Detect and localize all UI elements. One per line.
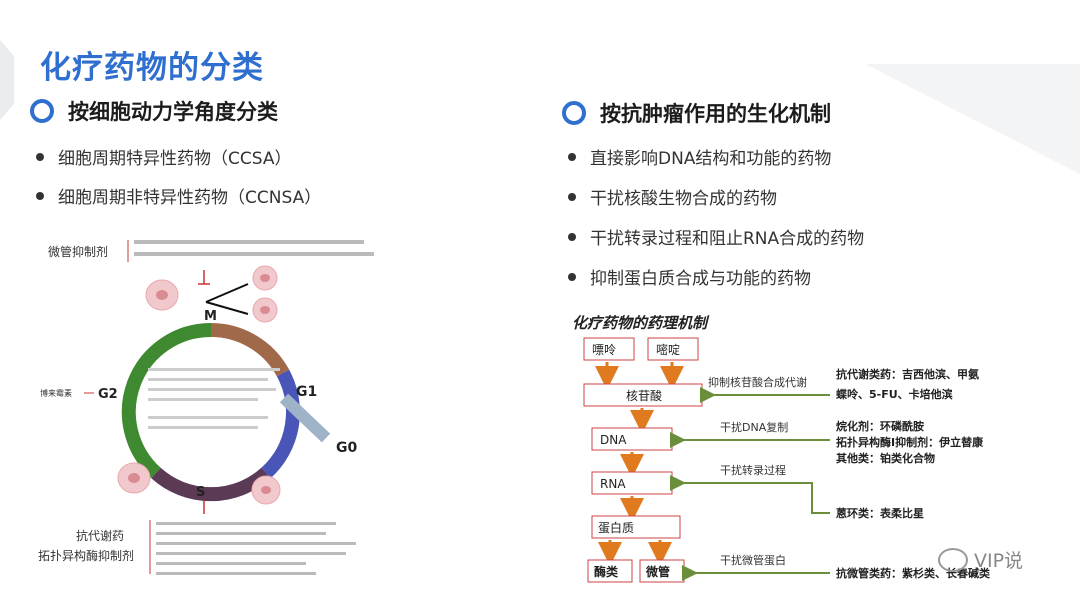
box-protein (591, 515, 681, 539)
page-title: 化疗药物的分类 (40, 50, 264, 86)
note-2b: 拓扑异构酶Ⅰ抑制剂：伊立替康 (836, 435, 984, 449)
bullet-icon (36, 191, 44, 200)
bullet-icon (568, 272, 576, 281)
mechanism-figure: 化疗药物的药理机制 嘌呤 嘧啶 核苷酸 DNA RNA 蛋白质 酶类 微管 抑制… (562, 300, 1020, 590)
label-topo-inhibitor: 拓扑异构酶抑制剂 (38, 548, 134, 563)
phase-g1-label: G1 (296, 384, 317, 400)
bullet-icon (36, 152, 44, 161)
cell-icon (252, 265, 278, 291)
cell-icon (145, 279, 179, 311)
mechanism-diagram: 化疗药物的药理机制 嘌呤 嘧啶 核苷酸 DNA RNA 蛋白质 酶类 微管 抑制… (572, 314, 991, 583)
cell-icon (117, 462, 151, 494)
phase-g0-label: G0 (336, 440, 357, 456)
list-item-label: 直接影响DNA结构和功能的药物 (590, 149, 832, 169)
list-item: 细胞周期特异性药物（CCSA） (36, 144, 291, 169)
section-heading-label: 按抗肿瘤作用的生化机制 (600, 102, 831, 126)
watermark: VIP说 (938, 546, 1023, 573)
left-decoration (0, 40, 14, 120)
note-2c: 其他类：铂类化合物 (836, 451, 935, 465)
list-item: 干扰转录过程和阻止RNA合成的药物 (568, 224, 864, 249)
watermark-label: VIP说 (974, 550, 1024, 572)
list-item: 抑制蛋白质合成与功能的药物 (568, 264, 811, 289)
cell-cycle-diagram: 微管抑制剂 M G1 G0 S G2 博来霉素 (38, 240, 374, 575)
box-rna-label: RNA (600, 477, 626, 491)
list-item: 细胞周期非特异性药物（CCNSA） (36, 183, 321, 208)
phase-g2-label: G2 (98, 387, 118, 402)
note-2a: 烷化剂：环磷酰胺 (836, 419, 924, 433)
box-pyrimidine-label: 嘧啶 (656, 343, 680, 357)
list-item-label: 细胞周期非特异性药物（CCNSA） (58, 188, 322, 208)
cell-icon (252, 297, 278, 323)
box-enzyme-label: 酶类 (594, 564, 619, 579)
section-heading-biochemical: 按抗肿瘤作用的生化机制 (562, 98, 831, 128)
arrow-label-4: 干扰微管蛋白 (720, 553, 786, 567)
ring-icon (562, 101, 586, 125)
phase-m-label: M (204, 309, 217, 324)
arrow-label-1: 抑制核苷酸合成代谢 (708, 375, 807, 389)
mechanism-title: 化疗药物的药理机制 (572, 314, 710, 332)
arrow-label-3: 干扰转录过程 (720, 463, 786, 477)
note-1b: 蝶呤、5-FU、卡培他滨 (836, 387, 953, 401)
arrow-label-2: 干扰DNA复制 (720, 420, 788, 434)
box-purine (583, 337, 635, 361)
section-heading-label: 按细胞动力学角度分类 (68, 100, 278, 124)
label-bleomycin: 博来霉素 (40, 388, 72, 398)
list-item-label: 干扰转录过程和阻止RNA合成的药物 (590, 229, 865, 249)
note-3: 蒽环类：表柔比星 (836, 506, 924, 520)
list-item: 干扰核酸生物合成的药物 (568, 184, 777, 209)
label-antimetabolite: 抗代谢药 (76, 528, 124, 543)
cell-icon (251, 475, 281, 505)
section-heading-kinetics: 按细胞动力学角度分类 (30, 96, 278, 126)
bullet-icon (568, 192, 576, 201)
list-item-label: 干扰核酸生物合成的药物 (590, 189, 777, 209)
note-1a: 抗代谢类药：吉西他滨、甲氨 (836, 367, 979, 381)
info-line (134, 240, 364, 244)
phase-s-label: S (196, 485, 205, 500)
box-protein-label: 蛋白质 (598, 520, 634, 535)
box-microtubule-label: 微管 (645, 564, 670, 579)
list-item: 直接影响DNA结构和功能的药物 (568, 144, 831, 169)
box-dna-label: DNA (600, 433, 627, 447)
label-microtubule: 微管抑制剂 (48, 244, 108, 259)
box-enzyme (587, 559, 633, 583)
chat-icon (938, 547, 968, 572)
box-pyrimidine (647, 337, 699, 361)
list-item-label: 抑制蛋白质合成与功能的药物 (590, 269, 811, 289)
ring-icon (30, 99, 54, 123)
cell-cycle-figure: 微管抑制剂 M G1 G0 S G2 博来霉素 (36, 228, 386, 584)
right-decoration (865, 64, 1080, 174)
box-nucleotide-label: 核苷酸 (626, 388, 662, 403)
info-line (134, 252, 374, 256)
list-item-label: 细胞周期特异性药物（CCSA） (58, 149, 292, 169)
bullet-icon (568, 232, 576, 241)
box-purine-label: 嘌呤 (592, 342, 616, 357)
bullet-icon (568, 152, 576, 161)
